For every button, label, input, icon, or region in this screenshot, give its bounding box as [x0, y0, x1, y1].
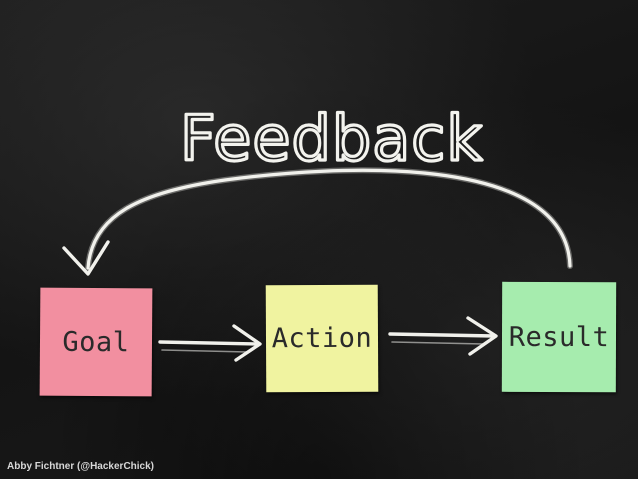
- feedback-title: Feedback: [180, 102, 483, 175]
- goal-sticky-note: Goal: [40, 288, 153, 397]
- result-label: Result: [509, 321, 610, 352]
- result-sticky-note: Result: [502, 282, 616, 392]
- goal-label: Goal: [62, 326, 129, 357]
- feedback-arrow-glow: [88, 170, 570, 268]
- action-to-result-arrow: [390, 334, 494, 336]
- action-label: Action: [272, 323, 373, 355]
- action-sticky-note: Action: [266, 285, 379, 393]
- image-credit: Abby Fichtner (@HackerChick): [7, 461, 154, 472]
- goal-to-action-arrow: [160, 342, 258, 344]
